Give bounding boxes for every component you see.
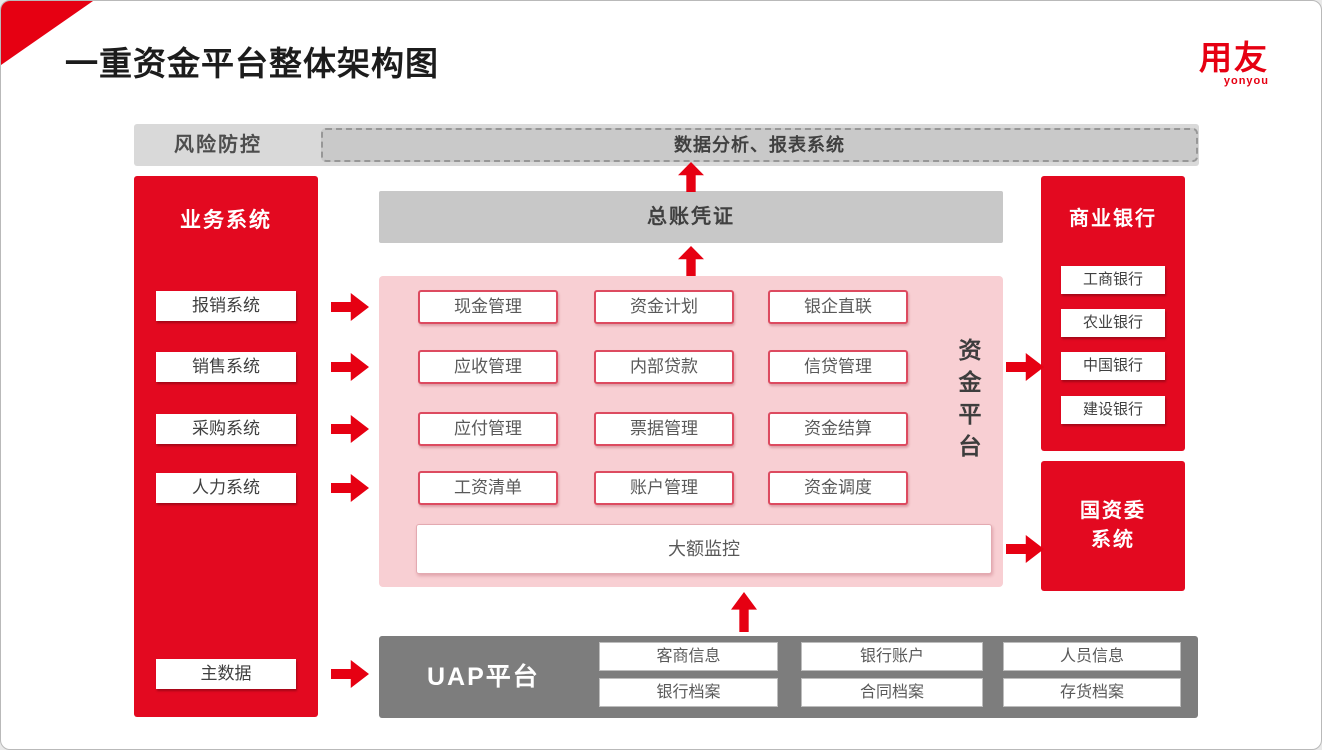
uap-item-contract-archive: 合同档案 (801, 678, 983, 707)
platform-cell-fund-plan: 资金计划 (594, 290, 734, 324)
general-ledger-box: 总账凭证 (379, 191, 1003, 243)
arrow-platform-to-ledger-icon (678, 246, 704, 276)
logo-brand-text: 用友 (1199, 39, 1269, 76)
arrow-platform-to-sasac-icon (1006, 535, 1044, 563)
platform-cell-account-mgmt: 账户管理 (594, 471, 734, 505)
platform-cell-cash-mgmt: 现金管理 (418, 290, 558, 324)
business-item-sales: 销售系统 (156, 352, 296, 382)
platform-cell-receivable: 应收管理 (418, 350, 558, 384)
uap-item-inventory-archive: 存货档案 (1003, 678, 1181, 707)
bank-item-ccb: 建设银行 (1061, 396, 1165, 424)
platform-cell-payroll: 工资清单 (418, 471, 558, 505)
arrow-expense-to-platform-icon (331, 293, 369, 321)
fund-platform-panel: 现金管理 资金计划 银企直联 应收管理 内部贷款 信贷管理 应付管理 票据管理 … (379, 276, 1003, 587)
platform-cell-settlement: 资金结算 (768, 412, 908, 446)
business-item-purchase: 采购系统 (156, 414, 296, 444)
business-item-master-data: 主数据 (156, 659, 296, 689)
platform-cell-dispatch: 资金调度 (768, 471, 908, 505)
risk-control-label: 风险防控 (174, 134, 262, 156)
commercial-bank-panel: 商业银行 工商银行 农业银行 中国银行 建设银行 (1041, 176, 1185, 451)
arrow-platform-to-banks-icon (1006, 353, 1044, 381)
arrow-ledger-to-report-icon (678, 162, 704, 192)
bank-item-icbc: 工商银行 (1061, 266, 1165, 294)
arrow-sales-to-platform-icon (331, 353, 369, 381)
platform-cell-internal-loan: 内部贷款 (594, 350, 734, 384)
arrow-purchase-to-platform-icon (331, 415, 369, 443)
uap-item-bank-archive: 银行档案 (599, 678, 778, 707)
report-system-box: 数据分析、报表系统 (321, 128, 1198, 162)
sasac-system-panel: 国资委 系统 (1041, 461, 1185, 591)
platform-cell-payable: 应付管理 (418, 412, 558, 446)
platform-cell-bank-direct: 银企直联 (768, 290, 908, 324)
business-item-hr: 人力系统 (156, 473, 296, 503)
yonyou-logo: 用友 yonyou (1199, 41, 1269, 87)
uap-platform-title: UAP平台 (427, 663, 540, 691)
uap-platform-bar: UAP平台 客商信息 银行档案 银行账户 合同档案 人员信息 存货档案 (379, 636, 1198, 718)
business-item-expense: 报销系统 (156, 291, 296, 321)
commercial-bank-title: 商业银行 (1069, 208, 1157, 230)
bank-item-abc: 农业银行 (1061, 309, 1165, 337)
platform-cell-credit-mgmt: 信贷管理 (768, 350, 908, 384)
arrow-uap-to-platform-icon (731, 592, 757, 632)
arrow-hr-to-platform-icon (331, 474, 369, 502)
business-system-title: 业务系统 (180, 209, 272, 232)
platform-cell-bill-mgmt: 票据管理 (594, 412, 734, 446)
business-system-panel: 业务系统 报销系统 销售系统 采购系统 人力系统 主数据 (134, 176, 318, 717)
fund-platform-vertical-label: 资金平台 (955, 338, 981, 466)
page-title: 一重资金平台整体架构图 (65, 45, 439, 82)
uap-item-bank-account: 银行账户 (801, 642, 983, 671)
platform-large-amount-monitor-box: 大额监控 (416, 524, 992, 574)
bank-item-boc: 中国银行 (1061, 352, 1165, 380)
uap-item-personnel-info: 人员信息 (1003, 642, 1181, 671)
logo-sub-text: yonyou (1223, 75, 1269, 87)
arrow-masterdata-to-uap-icon (331, 660, 369, 688)
risk-control-bar: 风险防控 数据分析、报表系统 (134, 124, 1199, 166)
uap-item-customer-info: 客商信息 (599, 642, 778, 671)
